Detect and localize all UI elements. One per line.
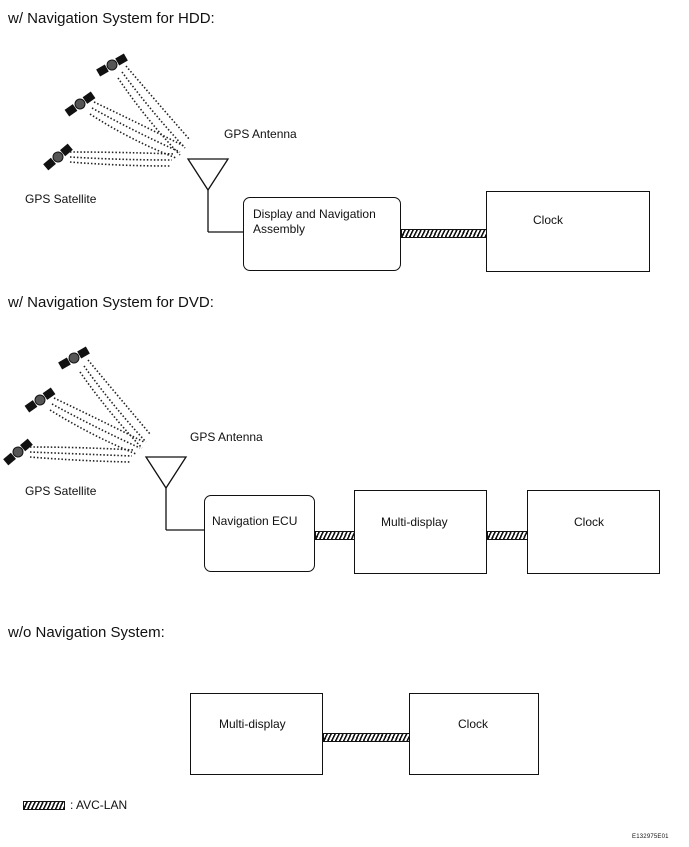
display-navigation-assembly-label: Display and Navigation Assembly: [253, 207, 376, 236]
navigation-ecu-label: Navigation ECU: [212, 514, 298, 528]
heading-hdd: w/ Navigation System for HDD:: [8, 10, 215, 27]
avc-lan-connection: [487, 531, 528, 540]
avc-lan-legend-label: : AVC-LAN: [70, 798, 128, 812]
gps-satellite-label: GPS Satellite: [25, 484, 97, 498]
multi-display-label: Multi-display: [219, 717, 286, 731]
navigation-ecu-box: Navigation ECU: [204, 495, 315, 572]
multi-display-box: Multi-display: [354, 490, 487, 574]
heading-dvd: w/ Navigation System for DVD:: [8, 294, 214, 311]
multi-display-label: Multi-display: [381, 515, 448, 529]
avc-lan-connection: [401, 229, 487, 238]
gps-satellite-label: GPS Satellite: [25, 192, 97, 206]
display-navigation-assembly-box: Display and Navigation Assembly: [243, 197, 401, 271]
clock-label: Clock: [533, 213, 564, 227]
clock-box: Clock: [527, 490, 660, 574]
avc-lan-connection: [323, 733, 410, 742]
gps-antenna-label: GPS Antenna: [190, 430, 263, 444]
gps-antenna-icon: [144, 456, 204, 531]
gps-antenna-icon: [186, 158, 243, 233]
avc-lan-legend-swatch: [23, 801, 65, 810]
clock-box: Clock: [409, 693, 539, 775]
gps-antenna-label: GPS Antenna: [224, 127, 297, 141]
signal-waves-icon: [69, 65, 191, 167]
clock-label: Clock: [574, 515, 605, 529]
clock-box: Clock: [486, 191, 650, 272]
multi-display-box: Multi-display: [190, 693, 323, 775]
clock-label: Clock: [458, 717, 489, 731]
gps-satellite-icon: [3, 346, 90, 466]
signal-waves-icon: [29, 359, 151, 463]
gps-satellite-icon: [43, 53, 128, 171]
avc-lan-connection: [315, 531, 355, 540]
heading-no-navigation: w/o Navigation System:: [8, 624, 165, 641]
figure-code: E132975E01: [632, 834, 669, 840]
